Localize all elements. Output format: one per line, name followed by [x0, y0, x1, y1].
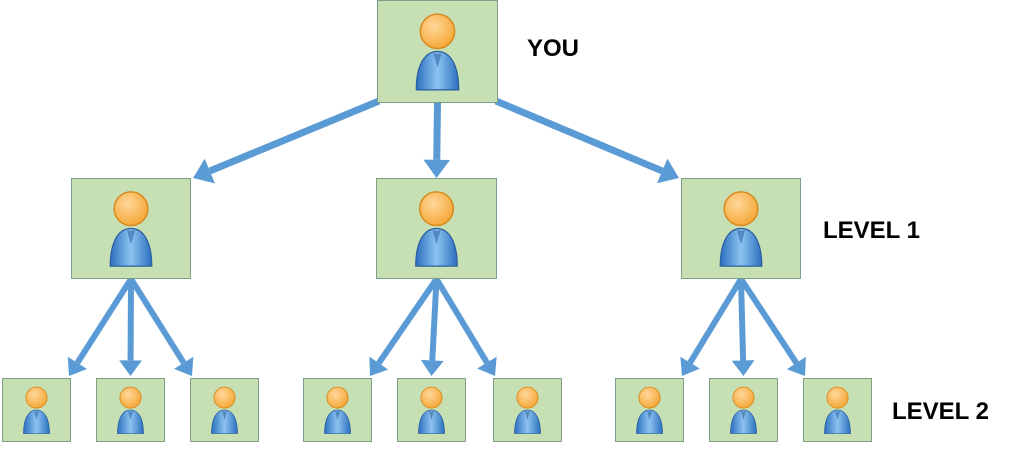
person-icon — [109, 191, 153, 267]
node-level2 — [397, 378, 466, 442]
label-level-2: LEVEL 2 — [892, 398, 989, 425]
label-level-1: LEVEL 1 — [823, 217, 920, 244]
person-icon — [211, 386, 238, 434]
node-level2 — [493, 378, 562, 442]
arrow-icon — [119, 278, 142, 376]
person-icon — [415, 191, 458, 267]
node-level1-middle — [376, 178, 497, 279]
node-level1-right — [681, 178, 801, 279]
arrow-icon — [423, 102, 451, 178]
node-level2 — [709, 378, 778, 442]
person-icon — [418, 386, 445, 434]
arrow-icon — [731, 278, 755, 376]
person-icon — [636, 386, 663, 434]
arrow-icon — [420, 278, 444, 376]
arrow-icon — [128, 277, 194, 376]
person-icon — [324, 386, 351, 434]
node-level2 — [803, 378, 872, 442]
person-icon — [117, 386, 144, 434]
node-level2 — [615, 378, 684, 442]
label-you: YOU — [527, 35, 580, 62]
node-level2 — [190, 378, 259, 442]
node-level2 — [2, 378, 71, 442]
arrow-icon — [369, 277, 439, 376]
arrow-icon — [680, 277, 744, 376]
person-icon — [730, 386, 757, 434]
node-you — [377, 0, 498, 103]
node-level1-left — [71, 178, 191, 279]
node-level2 — [96, 378, 165, 442]
arrow-icon — [738, 277, 806, 376]
arrow-icon — [433, 277, 497, 376]
person-icon — [824, 386, 851, 434]
person-icon — [415, 13, 460, 91]
person-icon — [719, 191, 763, 267]
node-level2 — [303, 378, 372, 442]
arrow-icon — [193, 97, 381, 184]
person-icon — [514, 386, 541, 434]
person-icon — [23, 386, 50, 434]
arrow-icon — [494, 97, 679, 184]
arrow-icon — [67, 277, 134, 376]
